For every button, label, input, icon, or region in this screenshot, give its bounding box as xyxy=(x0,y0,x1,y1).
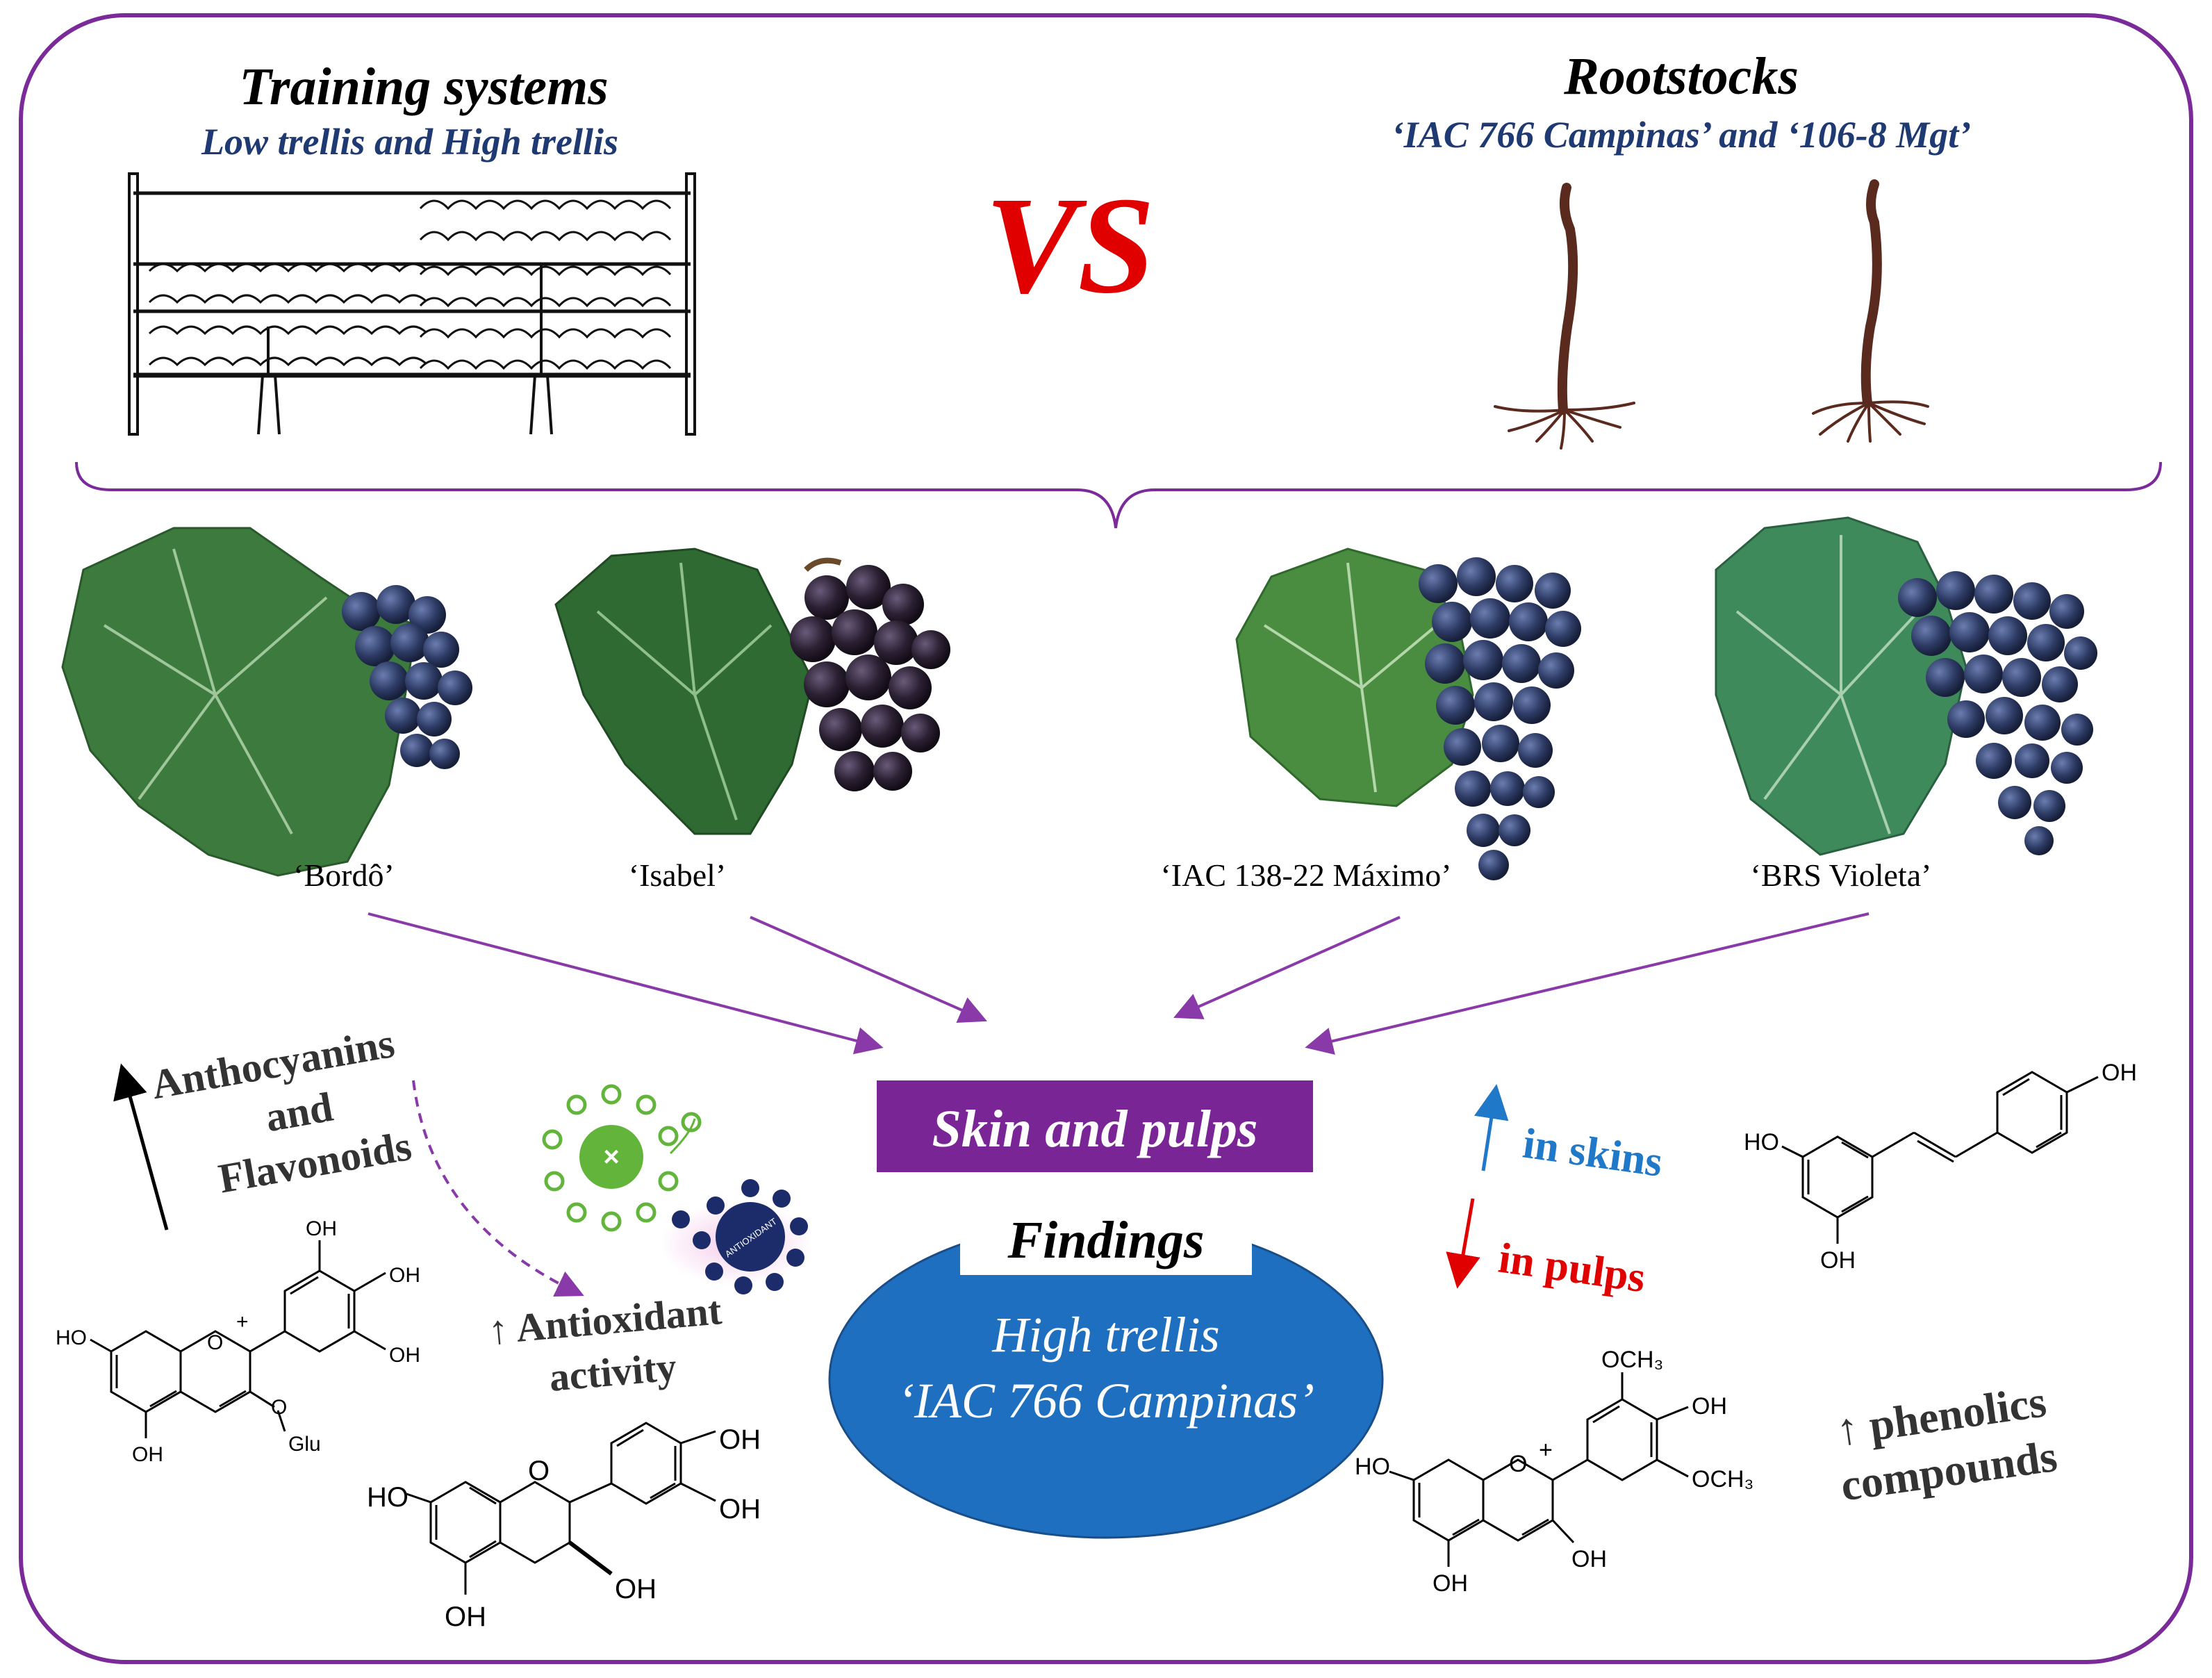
trellis-illustration xyxy=(128,172,696,436)
svg-text:HO: HO xyxy=(1355,1454,1390,1480)
antioxidant-icon: × ANTIOXIDANT xyxy=(542,1084,813,1294)
pulps-down-arrow xyxy=(1446,1198,1480,1289)
svg-text:OH: OH xyxy=(306,1217,337,1240)
svg-text:OH: OH xyxy=(1571,1546,1607,1572)
cultivar-iac138-image xyxy=(1235,548,1581,880)
svg-text:OH: OH xyxy=(445,1602,486,1632)
high-vine-trunk xyxy=(529,264,553,435)
svg-text:HO: HO xyxy=(56,1326,87,1349)
svg-text:OH: OH xyxy=(389,1264,420,1287)
low-trellis-canopy xyxy=(148,263,429,367)
svg-text:OH: OH xyxy=(1433,1570,1468,1597)
svg-text:OH: OH xyxy=(719,1424,761,1455)
svg-text:and: and xyxy=(262,1084,336,1141)
outer-frame xyxy=(19,13,2193,1664)
svg-text:O: O xyxy=(207,1331,223,1354)
cultivar-brs-violeta-label: ‘BRS Violeta’ xyxy=(1751,857,1932,893)
training-systems-title: Training systems xyxy=(239,58,608,116)
findings-label: Findings xyxy=(1007,1211,1204,1269)
dashed-arrow-to-antioxidant xyxy=(412,1080,584,1297)
svg-text:O: O xyxy=(271,1396,287,1419)
svg-text:OH: OH xyxy=(132,1443,163,1466)
findings-line-2: ‘IAC 766 Campinas’ xyxy=(898,1373,1314,1429)
converging-arrows xyxy=(368,912,1870,1055)
grouping-brace xyxy=(75,461,2162,529)
arrow-bordo xyxy=(368,912,884,1055)
cultivar-bordo-label: ‘Bordô’ xyxy=(293,857,395,893)
svg-text:×: × xyxy=(603,1142,619,1172)
skin-pulps-label: Skin and pulps xyxy=(932,1100,1258,1158)
svg-text:OH: OH xyxy=(389,1344,420,1367)
molecule-delphinidin-labels: OH OH OH HO OH Glu + O O xyxy=(56,1217,420,1466)
findings-line-1: High trellis xyxy=(991,1307,1219,1363)
anthocyanins-up-arrow xyxy=(113,1063,169,1231)
phenolics-compounds-label: ↑ phenolics compounds xyxy=(1833,1376,2061,1510)
anthocyanins-flavonoids-label: Anthocyanins and Flavonoids xyxy=(148,1020,415,1202)
svg-text:OH: OH xyxy=(719,1494,761,1524)
arrow-iac138 xyxy=(1173,916,1401,1019)
svg-text:OH: OH xyxy=(615,1574,657,1604)
svg-text:OH: OH xyxy=(2102,1060,2137,1086)
rootstocks-title: Rootstocks xyxy=(1563,47,1799,106)
up-in-skins-label: in skins xyxy=(1520,1120,1665,1186)
vs-label: VS xyxy=(985,169,1155,322)
svg-text:HO: HO xyxy=(367,1482,408,1513)
svg-text:+: + xyxy=(236,1310,249,1333)
cultivar-isabel-label: ‘Isabel’ xyxy=(629,857,726,893)
cultivar-bordo-image xyxy=(61,527,472,877)
cultivar-iac138-label: ‘IAC 138-22 Máximo’ xyxy=(1160,857,1451,893)
molecule-malvidin-labels: OCH₃ OH OCH₃ HO OH OH + O xyxy=(1355,1347,1753,1597)
svg-text:OH: OH xyxy=(1820,1247,1856,1274)
skins-up-arrow xyxy=(1474,1084,1509,1171)
svg-text:activity: activity xyxy=(547,1344,679,1400)
cultivar-brs-violeta-image xyxy=(1715,516,2097,856)
molecule-delphinidin-glucoside xyxy=(90,1240,386,1438)
svg-text:OCH₃: OCH₃ xyxy=(1601,1347,1663,1373)
cultivar-isabel-image xyxy=(554,548,950,835)
svg-text:+: + xyxy=(1539,1437,1553,1463)
rootstocks-subtitle: ‘IAC 766 Campinas’ and ‘106-8 Mgt’ xyxy=(1392,114,1972,156)
rootstock-iac766 xyxy=(1494,183,1635,450)
svg-text:Glu: Glu xyxy=(288,1433,321,1456)
molecule-catechin xyxy=(406,1422,716,1595)
svg-text:↑ Antioxidant: ↑ Antioxidant xyxy=(486,1288,724,1353)
svg-text:Flavonoids: Flavonoids xyxy=(215,1123,415,1202)
molecule-resveratrol xyxy=(1781,1071,2099,1244)
svg-text:OH: OH xyxy=(1692,1393,1727,1420)
molecule-malvidin xyxy=(1389,1372,1689,1567)
high-trellis-canopy xyxy=(419,199,672,370)
molecule-resveratrol-labels: OH HO OH xyxy=(1744,1060,2137,1274)
svg-text:OCH₃: OCH₃ xyxy=(1692,1466,1753,1492)
skin-pulps-box xyxy=(877,1080,1313,1172)
arrow-isabel xyxy=(750,916,987,1023)
svg-text:O: O xyxy=(528,1456,550,1486)
low-vine-trunk xyxy=(257,327,281,435)
molecule-catechin-labels: OH OH HO OH OH O xyxy=(367,1424,761,1632)
findings-label-box xyxy=(960,1206,1252,1275)
training-systems-subtitle: Low trellis and High trellis xyxy=(201,121,618,163)
svg-text:O: O xyxy=(1509,1451,1527,1477)
down-in-pulps-label: in pulps xyxy=(1496,1235,1648,1302)
rootstock-106-8mgt xyxy=(1812,179,1929,443)
arrow-brs-violeta xyxy=(1305,912,1870,1055)
svg-text:HO: HO xyxy=(1744,1129,1779,1155)
antioxidant-activity-label: ↑ Antioxidant activity xyxy=(486,1288,724,1400)
